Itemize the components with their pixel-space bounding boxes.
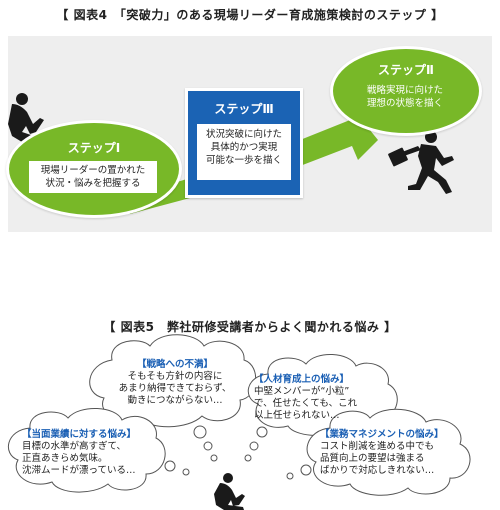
figure4-title: 【 図表4 「突破力」のある現場リーダー育成施策検討のステップ 】 <box>56 8 444 22</box>
step1-label: ステップⅠ <box>67 141 121 155</box>
step3-text-line: 具体的かつ実現 <box>210 142 278 153</box>
step3-text-line: 可能な一歩を描く <box>205 155 282 166</box>
cloud-performance-text: 【当面業績に対する悩み】 目標の水準が高すぎて、 正直あきらめ気味。 沈滞ムード… <box>22 429 162 477</box>
cloud-operations-heading: 【業務マネジメントの悩み】 <box>320 429 444 440</box>
step1-text-line: 現場リーダーの置かれた <box>40 165 146 176</box>
figure5-title: 【 図表5 弊社研修受講者からよく聞かれる悩み 】 <box>103 320 397 334</box>
running-person-icon <box>388 131 454 194</box>
step3-textbox: 状況突破に向けた 具体的かつ実現 可能な一歩を描く <box>197 124 291 180</box>
step2-text-line: 戦略実現に向けた <box>366 85 443 96</box>
thought-bubble <box>256 426 268 438</box>
thought-bubble <box>210 454 218 462</box>
sitting-person-icon <box>8 93 46 146</box>
cloud-operations-line: 品質向上の要望は強まる <box>320 453 425 464</box>
cloud-strategy-line: そもそも方針の内容に <box>127 371 223 382</box>
thought-bubble <box>300 464 312 476</box>
cloud-operations-line: ばかりで対応しきれない… <box>320 465 435 476</box>
thought-bubble <box>249 441 259 451</box>
step3-text-line: 状況突破に向けた <box>205 129 282 140</box>
step1-ellipse: ステップⅠ 現場リーダーの置かれた 状況・悩みを把握する <box>6 120 182 218</box>
cloud-performance-line: 目標の水準が高すぎて、 <box>22 441 127 452</box>
cloud-strategy-line: あまり納得できておらず、 <box>118 383 232 394</box>
cloud-talent-line: で、任せたくても、これ <box>254 398 358 409</box>
step2-text-line: 理想の状態を描く <box>366 98 443 109</box>
cloud-talent-line: 中堅メンバーが“小粒” <box>254 386 350 397</box>
step1-text-line: 状況・悩みを把握する <box>45 178 141 189</box>
step2-textbox: 戦略実現に向けた 理想の状態を描く <box>353 81 457 113</box>
cloud-performance-line: 正直あきらめ気味。 <box>22 453 108 464</box>
step1-textbox: 現場リーダーの置かれた 状況・悩みを把握する <box>29 161 157 193</box>
cloud-strategy-heading: 【戦略への不満】 <box>136 359 213 370</box>
thought-cloud-operations <box>306 408 471 496</box>
cloud-talent-text: 【人材育成上の悩み】 中堅メンバーが“小粒” で、任せたくても、これ 以上任せら… <box>254 374 394 422</box>
thought-cloud-performance <box>8 407 166 493</box>
cloud-talent-line: 以上任せられない… <box>254 410 340 421</box>
step2-ellipse: ステップⅡ 戦略実現に向けた 理想の状態を描く <box>330 46 482 136</box>
thought-bubble <box>203 441 213 451</box>
cloud-strategy-text: 【戦略への不満】 そもそも方針の内容に あまり納得できておらず、 動きにつながら… <box>100 359 250 407</box>
step3-label: ステップⅢ <box>214 102 274 116</box>
thought-bubble <box>244 454 252 462</box>
cloud-operations-line: コスト削減を進める中でも <box>320 441 435 452</box>
sitting-person-icon <box>214 473 245 510</box>
cloud-performance-heading: 【当面業績に対する悩み】 <box>22 429 137 440</box>
cloud-performance-line: 沈滞ムードが漂っている… <box>22 465 136 476</box>
thought-bubble <box>164 460 176 472</box>
cloud-operations-text: 【業務マネジメントの悩み】 コスト削減を進める中でも 品質向上の要望は強まる ば… <box>320 429 470 477</box>
cloud-talent-heading: 【人材育成上の悩み】 <box>254 374 350 385</box>
thought-bubble <box>182 468 190 476</box>
step3-box: ステップⅢ 状況突破に向けた 具体的かつ実現 可能な一歩を描く <box>185 88 303 198</box>
cloud-strategy-line: 動きにつながらない… <box>127 395 223 406</box>
thought-bubble <box>286 472 294 480</box>
thought-bubble <box>193 425 207 439</box>
step2-label: ステップⅡ <box>378 63 434 77</box>
